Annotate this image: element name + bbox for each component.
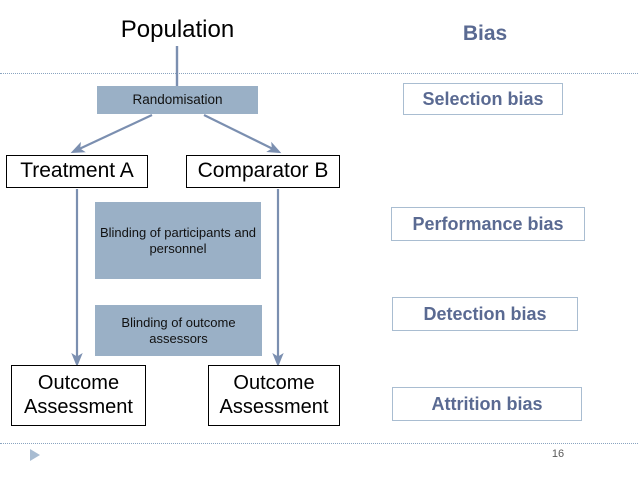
connector-randomisation-comparator-b	[203, 114, 282, 154]
bias-box-selection[interactable]: Selection bias	[403, 83, 563, 115]
divider-bottom	[0, 443, 638, 444]
page-title-population: Population	[120, 16, 235, 43]
connector-randomisation-treatment-a	[70, 114, 153, 153]
node-outcome-assessment-left[interactable]: Outcome Assessment	[11, 365, 146, 426]
node-outcome-assessment-right[interactable]: Outcome Assessment	[208, 365, 340, 426]
play-triangle-icon[interactable]	[28, 447, 42, 463]
node-comparator-b[interactable]: Comparator B	[186, 155, 340, 188]
node-treatment-a[interactable]: Treatment A	[6, 155, 148, 188]
slide-number: 16	[551, 448, 565, 460]
page-title-bias: Bias	[462, 22, 508, 45]
node-blinding-outcome-assessors[interactable]: Blinding of outcome assessors	[95, 305, 262, 356]
bias-box-performance[interactable]: Performance bias	[391, 207, 585, 241]
bias-box-detection[interactable]: Detection bias	[392, 297, 578, 331]
node-blinding-participants[interactable]: Blinding of participants and personnel	[95, 202, 261, 279]
bias-box-attrition[interactable]: Attrition bias	[392, 387, 582, 421]
divider-top	[0, 73, 638, 74]
node-randomisation[interactable]: Randomisation	[97, 86, 258, 114]
